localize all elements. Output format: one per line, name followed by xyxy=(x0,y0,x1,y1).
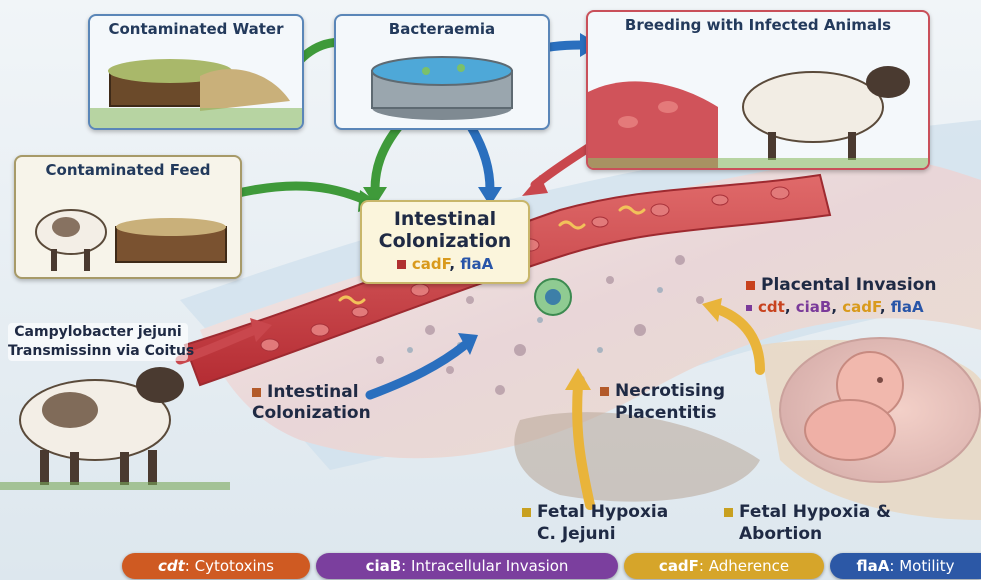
gene-cdt: cdt xyxy=(758,298,785,316)
gene-marker-icon xyxy=(397,260,406,269)
fetal-hypoxia-2-line1: Fetal Hypoxia & xyxy=(739,502,891,522)
legend-ciaB: ciaB: Intracellular Invasion xyxy=(316,553,618,579)
contaminated-feed-box: Contaminated Feed xyxy=(14,155,242,279)
marker-icon xyxy=(724,508,733,517)
gene-cadF: cadF xyxy=(842,298,880,316)
marker-icon xyxy=(252,388,261,397)
intestinal-genes: cadF, flaA xyxy=(362,255,528,273)
transmission-line2: Transmissinn via Coitus xyxy=(8,342,188,361)
legend-flaA-key: flaA xyxy=(857,557,890,575)
marker-icon xyxy=(746,305,752,311)
gene-flaA: flaA xyxy=(460,255,493,273)
legend-ciaB-key: ciaB xyxy=(366,557,402,575)
marker-icon xyxy=(522,508,531,517)
necrotising-label: Necrotising Placentitis xyxy=(600,380,725,424)
feed-trough-illustration xyxy=(16,157,240,277)
bacteraemia-box: Bacteraemia xyxy=(334,14,550,130)
intestinal-line1: Intestinal xyxy=(362,208,528,230)
transmission-line1: Campylobacter jejuni xyxy=(8,323,188,342)
fetal-hypoxia-2-line2: Abortion xyxy=(724,523,891,545)
marker-icon xyxy=(600,387,609,396)
gene-separator: , xyxy=(449,255,460,273)
intestinal-lower-line1: Intestinal xyxy=(267,382,359,402)
legend-cadF-desc: Adherence xyxy=(709,557,789,575)
breeding-box: Breeding with Infected Animals xyxy=(586,10,930,170)
infected-sheep-illustration xyxy=(588,12,928,168)
fetal-hypoxia-2-label: Fetal Hypoxia & Abortion xyxy=(724,501,891,545)
intestinal-colonization-box: Intestinal Colonization cadF, flaA xyxy=(360,200,530,284)
placental-invasion-title: Placental Invasion xyxy=(761,275,937,295)
water-trough-illustration xyxy=(90,16,302,128)
transmission-label: Campylobacter jejuni Transmissinn via Co… xyxy=(8,323,188,361)
fetal-hypoxia-1-line1: Fetal Hypoxia xyxy=(537,502,668,522)
intestinal-line2: Colonization xyxy=(362,230,528,252)
legend-cadF: cadF: Adherence xyxy=(624,553,824,579)
water-tank-illustration xyxy=(336,16,548,128)
gene-flaA: flaA xyxy=(891,298,924,316)
legend-flaA-desc: Motility xyxy=(899,557,954,575)
legend-cdt-desc: Cytotoxins xyxy=(195,557,274,575)
intestinal-lower-line2: Colonization xyxy=(252,403,371,424)
necrotising-line1: Necrotising xyxy=(615,381,725,401)
legend-cdt-key: cdt xyxy=(158,557,185,575)
fetal-hypoxia-1-label: Fetal Hypoxia C. Jejuni xyxy=(522,501,668,545)
contaminated-water-box: Contaminated Water xyxy=(88,14,304,130)
legend-cdt: cdt: Cytotoxins xyxy=(122,553,310,579)
marker-icon xyxy=(746,281,755,290)
legend-cadF-key: cadF xyxy=(659,557,699,575)
gene-ciaB: ciaB xyxy=(796,298,832,316)
gene-cadF: cadF xyxy=(412,255,450,273)
intestinal-colonization-lower: Intestinal Colonization xyxy=(252,382,371,424)
fetal-hypoxia-1-line2: C. Jejuni xyxy=(522,523,668,545)
bacteria-illustration xyxy=(535,279,571,315)
placental-invasion-label: Placental Invasion cdt, ciaB, cadF, flaA xyxy=(746,274,937,318)
necrotising-line2: Placentitis xyxy=(600,402,725,424)
legend-flaA: flaA: Motility xyxy=(830,553,981,579)
legend-ciaB-desc: Intracellular Invasion xyxy=(411,557,568,575)
